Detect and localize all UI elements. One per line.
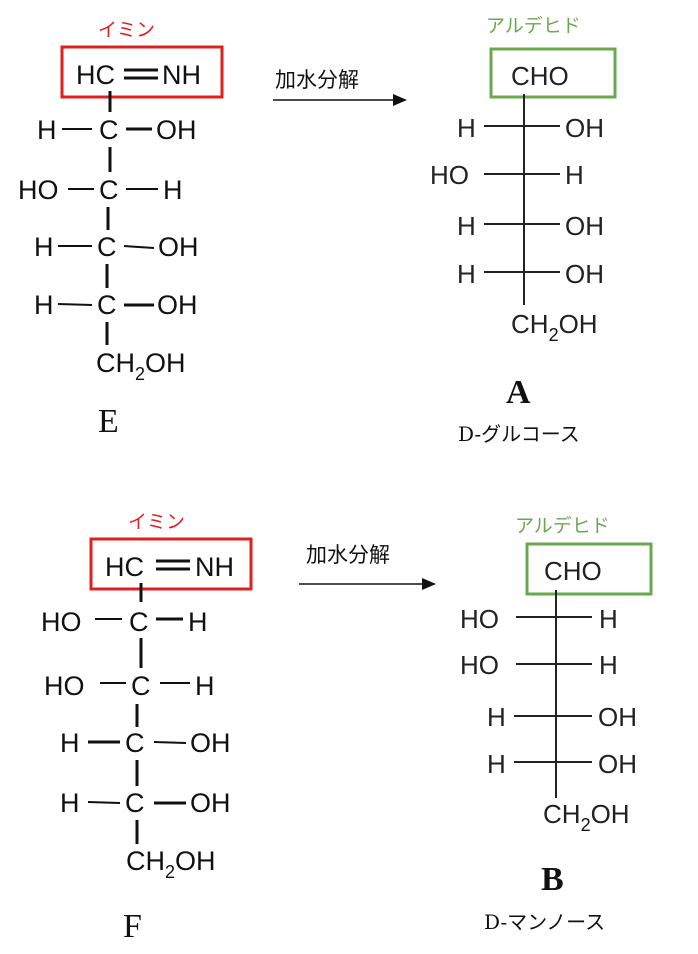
F-row2-left: HO [44, 671, 85, 701]
A-row3-right: OH [565, 211, 604, 241]
compound-label-A: A [506, 374, 531, 411]
F-row4-center: C [125, 788, 145, 818]
E-row1-center: C [99, 115, 119, 145]
F-row2-right: H [195, 671, 215, 701]
E-row2-left: HO [18, 175, 59, 205]
B-row4-right: OH [598, 749, 637, 779]
F-row3-right: OH [190, 728, 231, 758]
F-row1-center: C [129, 607, 149, 637]
compound-name-A: D-グルコース [458, 422, 580, 446]
imine-hc-E: HC [76, 60, 115, 90]
hydrolysis-label-2: 加水分解 [306, 543, 390, 567]
structure-F: イミン HC NH HO C H HO C H H C OH H C OH [41, 511, 253, 945]
E-row4-right: OH [157, 290, 198, 320]
F-row1-right: H [188, 607, 208, 637]
A-ch2oh: CH2OH [511, 309, 598, 345]
compound-name-B: D-マンノース [484, 910, 605, 934]
compound-label-E: E [98, 403, 119, 440]
structure-A: アルデヒド CHO H OH HO H H OH H OH CH2OH A D-… [430, 15, 617, 446]
B-row3-right: OH [598, 702, 637, 732]
imine-nh-E: NH [162, 60, 201, 90]
hydrolysis-label-1: 加水分解 [275, 68, 359, 92]
compound-label-B: B [541, 861, 564, 898]
structure-B: アルデヒド CHO HO H HO H H OH H OH CH2OH B D-… [460, 515, 653, 934]
F-ch2oh: CH2OH [126, 846, 216, 882]
F-row3-center: C [125, 728, 145, 758]
E-row2-center: C [99, 175, 119, 205]
imine-label-E: イミン [98, 19, 155, 41]
E-row1-right: OH [156, 115, 197, 145]
E-row4-center: C [97, 290, 117, 320]
F-row3-left: H [60, 728, 80, 758]
compound-label-F: F [123, 908, 142, 945]
B-ch2oh: CH2OH [543, 799, 630, 835]
E-row3-left: H [34, 232, 54, 262]
imine-label-F: イミン [128, 511, 185, 533]
B-cho: CHO [544, 556, 602, 586]
E-row1-left: H [37, 115, 57, 145]
hydrolysis-arrow-2: 加水分解 [299, 543, 436, 590]
arrow-head-icon [422, 578, 436, 590]
B-row1-left: HO [460, 604, 499, 634]
A-cho: CHO [511, 61, 569, 91]
aldehyde-label-B: アルデヒド [515, 515, 610, 537]
F-row1-left: HO [41, 607, 82, 637]
B-row2-right: H [599, 650, 618, 680]
A-row1-right: OH [565, 113, 604, 143]
imine-highlight-box-F [89, 537, 253, 591]
E-row2-right: H [163, 175, 183, 205]
B-row1-right: H [599, 604, 618, 634]
F-row2-center: C [131, 671, 151, 701]
imine-highlight-box-E [60, 45, 224, 99]
structure-E: イミン HC NH H C OH HO C H H C OH H C OH [18, 19, 224, 440]
A-row2-right: H [565, 160, 584, 190]
A-row2-left: HO [430, 160, 469, 190]
B-row4-left: H [487, 749, 506, 779]
A-row4-left: H [457, 259, 476, 289]
hydrolysis-arrow-1: 加水分解 [273, 68, 407, 106]
E-row3-right: OH [158, 232, 199, 262]
A-row4-right: OH [565, 259, 604, 289]
B-row3-left: H [487, 702, 506, 732]
A-row1-left: H [457, 113, 476, 143]
aldehyde-highlight-box-A [489, 47, 617, 99]
E-ch2oh: CH2OH [96, 348, 186, 384]
A-row3-left: H [457, 211, 476, 241]
aldehyde-highlight-box-B [525, 542, 653, 596]
F-row4-left: H [60, 788, 80, 818]
E-row3-center: C [97, 232, 117, 262]
arrow-head-icon [393, 94, 407, 106]
B-row2-left: HO [460, 650, 499, 680]
aldehyde-label-A: アルデヒド [486, 15, 581, 37]
E-row4-left: H [34, 290, 54, 320]
imine-hc-F: HC [105, 552, 144, 582]
imine-nh-F: NH [195, 552, 234, 582]
F-row4-right: OH [190, 788, 231, 818]
